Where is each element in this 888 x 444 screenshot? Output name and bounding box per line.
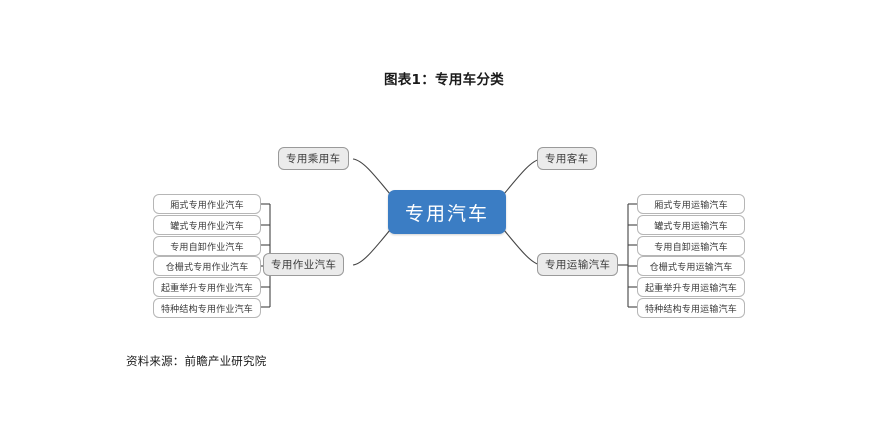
connector-center-operation — [352, 229, 391, 266]
connector-center-transport — [503, 229, 542, 266]
branch-node-transport[interactable]: 专用运输汽车 — [537, 253, 619, 276]
branch-node-operation[interactable]: 专用作业汽车 — [263, 253, 345, 276]
connector-center-bus — [503, 158, 542, 195]
leaf-item[interactable]: 仓栅式专用作业汽车 — [153, 256, 261, 276]
leaf-item[interactable]: 专用自卸作业汽车 — [153, 236, 261, 256]
leaf-item[interactable]: 特种结构专用作业汽车 — [153, 298, 261, 318]
leaf-item[interactable]: 特种结构专用运输汽车 — [637, 298, 745, 318]
page-title: 图表1：专用车分类 — [383, 72, 505, 88]
branch-node-bus[interactable]: 专用客车 — [537, 147, 597, 170]
leaf-item[interactable]: 起重举升专用运输汽车 — [637, 277, 745, 297]
leaf-item[interactable]: 仓栅式专用运输汽车 — [637, 256, 745, 276]
leaf-item[interactable]: 专用自卸运输汽车 — [637, 236, 745, 256]
center-node[interactable]: 专用汽车 — [388, 190, 506, 234]
leaf-item[interactable]: 罐式专用运输汽车 — [637, 215, 745, 235]
source-caption: 资料来源：前瞻产业研究院 — [126, 354, 267, 368]
leaf-item[interactable]: 厢式专用作业汽车 — [153, 194, 261, 214]
connector-center-passenger — [352, 158, 391, 195]
leaf-item[interactable]: 罐式专用作业汽车 — [153, 215, 261, 235]
branch-node-passenger[interactable]: 专用乘用车 — [278, 147, 349, 170]
leaf-item[interactable]: 起重举升专用作业汽车 — [153, 277, 261, 297]
leaf-item[interactable]: 厢式专用运输汽车 — [637, 194, 745, 214]
